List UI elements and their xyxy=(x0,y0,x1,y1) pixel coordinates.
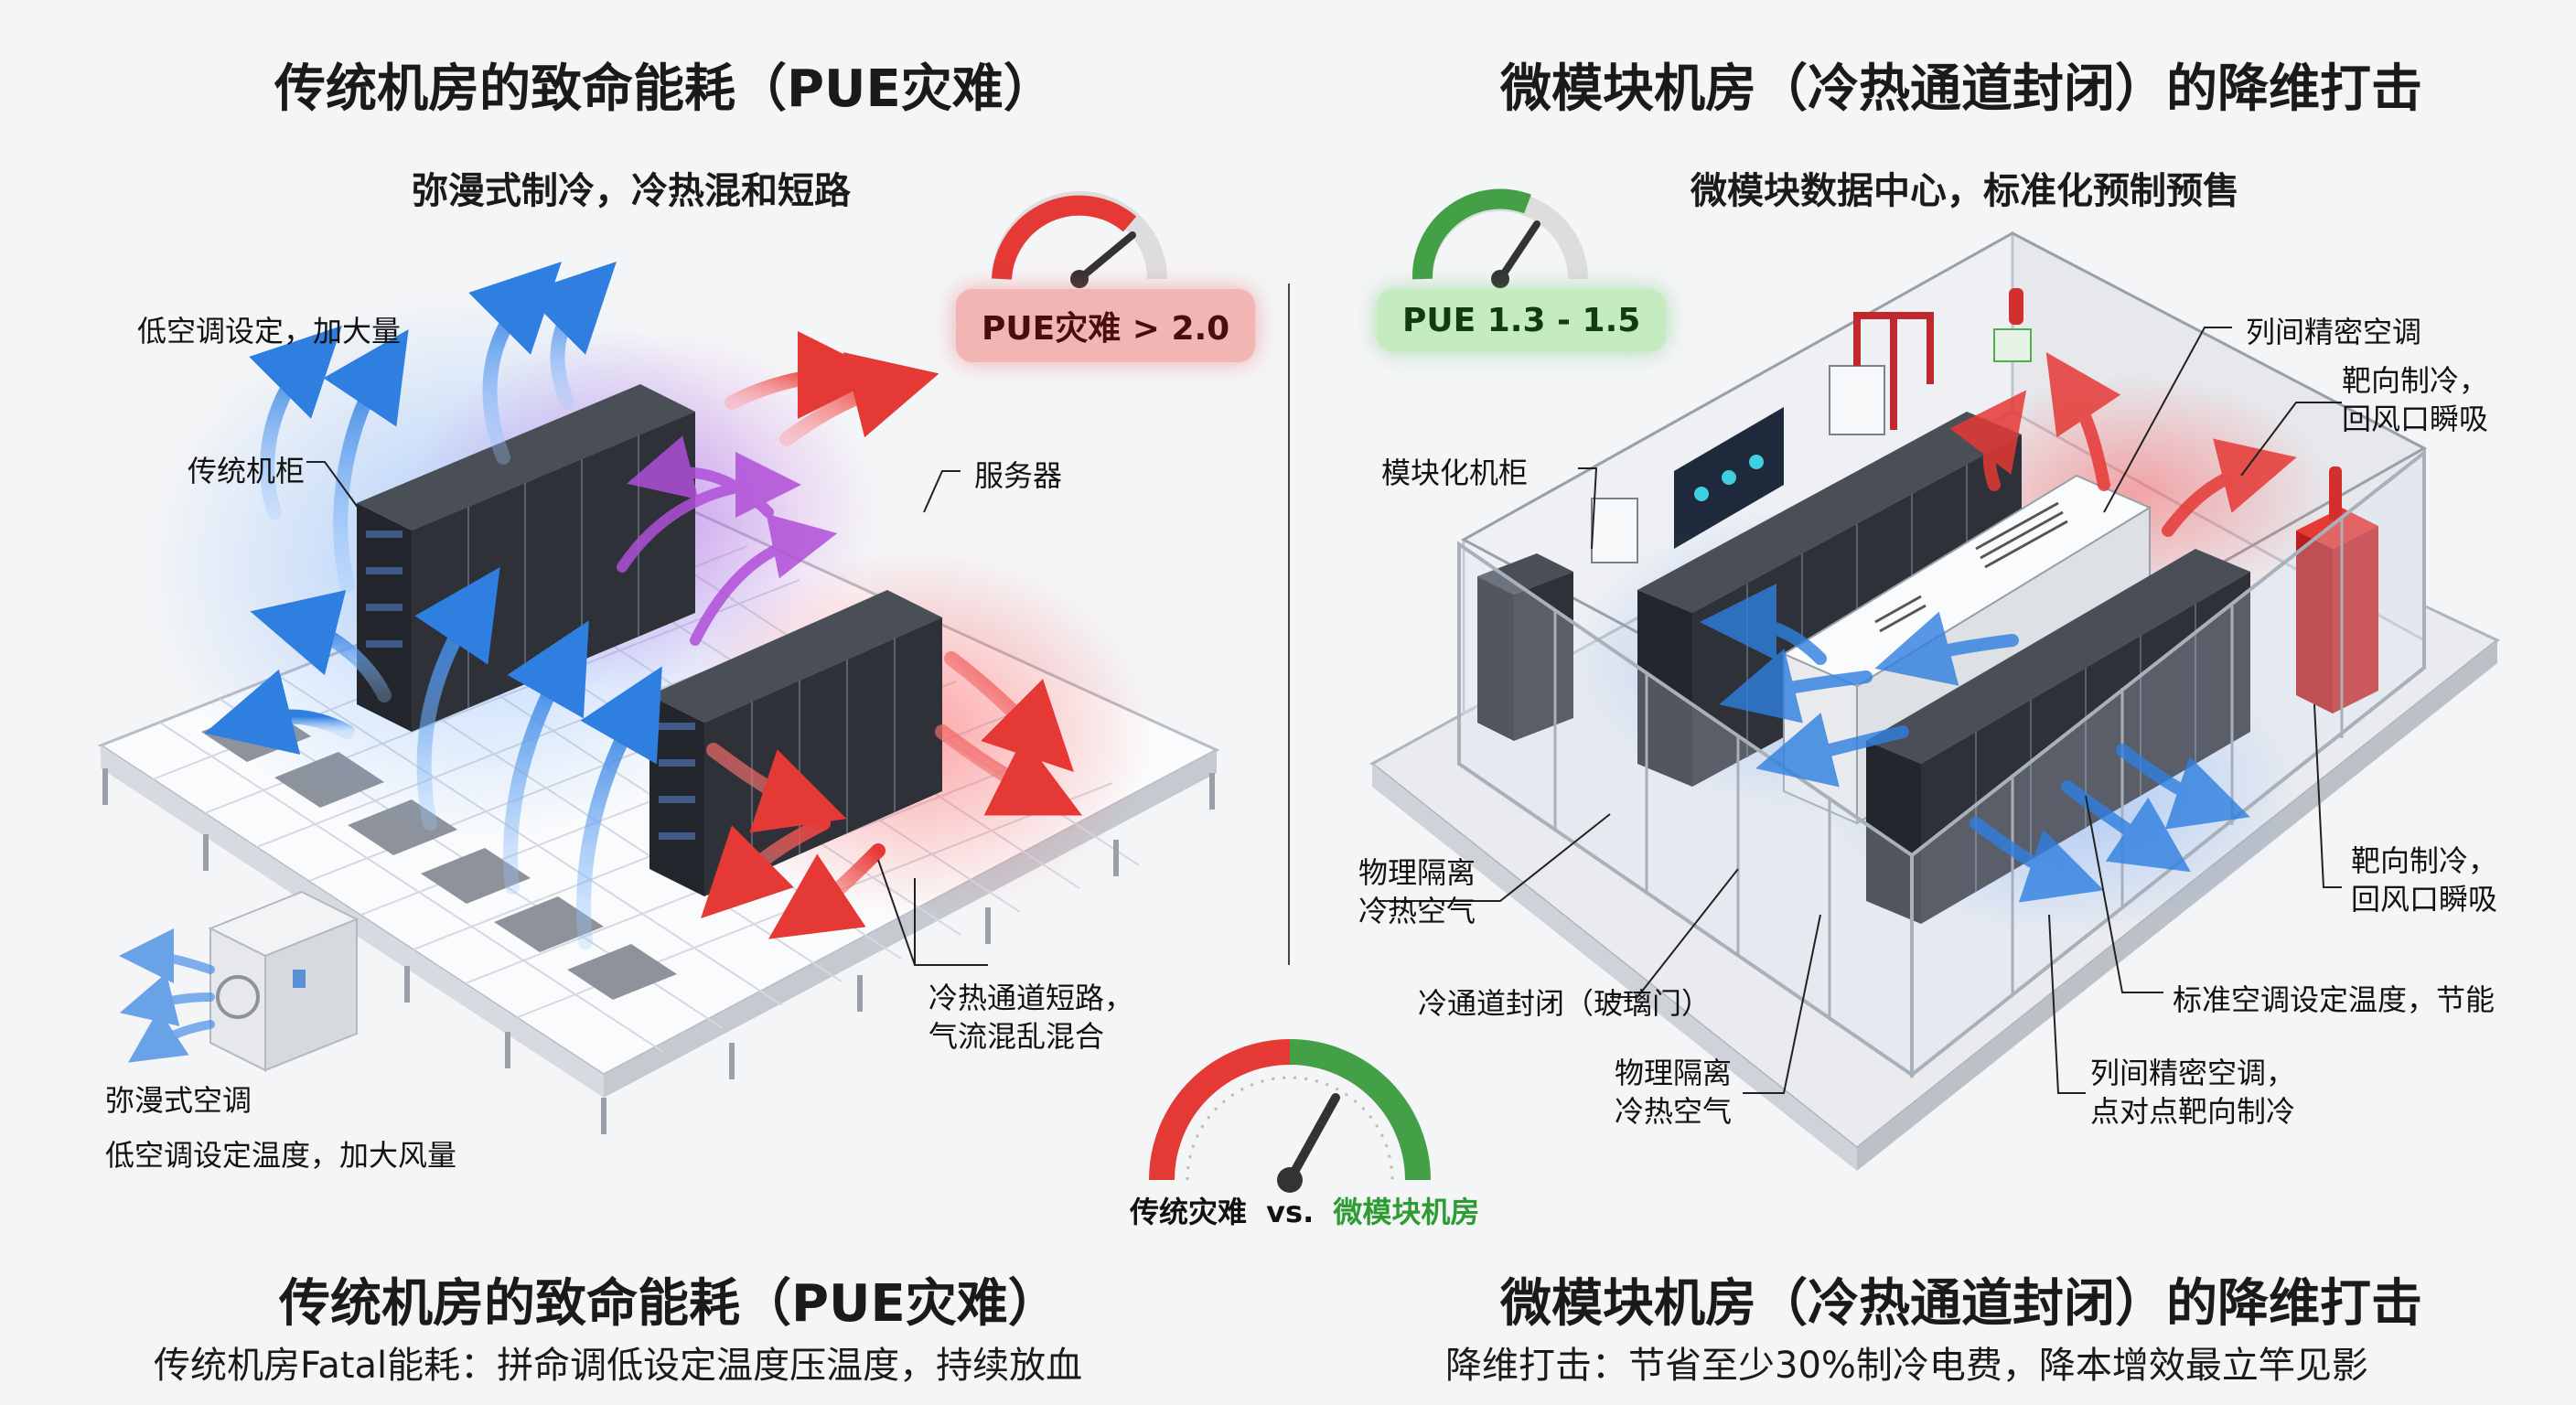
label-traditional-rack: 传统机柜 xyxy=(188,454,306,488)
left-pue-badge: PUE灾难 > 2.0 xyxy=(956,289,1256,362)
label-standard-temp-setting: 标准空调设定温度，节能 xyxy=(2173,982,2496,1017)
traditional-room-illustration xyxy=(97,262,1220,1134)
footer-right-title: 微模块机房（冷热通道封闭）的降维打击 xyxy=(1500,1274,2422,1334)
right-pue-gauge-icon xyxy=(1411,188,1588,288)
label-diffuse-ac: 弥漫式空调 xyxy=(105,1083,252,1118)
label-cold-aisle-glass-door: 冷通道封闭（玻璃门） xyxy=(1418,986,1712,1021)
label-inrow-ac-targeted: 列间精密空调， 点对点靶向制冷 xyxy=(2090,1056,2296,1129)
label-server: 服务器 xyxy=(974,458,1063,493)
footer-left-text: 传统机房Fatal能耗：拼命调低设定温度压温度，持续放血 xyxy=(154,1345,1083,1387)
footer-left-title: 传统机房的致命能耗（PUE灾难） xyxy=(279,1274,1059,1334)
label-physical-isolation-left: 物理隔离 冷热空气 xyxy=(1358,855,1476,928)
gauge-vs: vs. xyxy=(1266,1195,1315,1229)
comparison-gauge-icon xyxy=(1149,1039,1431,1193)
left-subtitle: 弥漫式制冷，冷热混和短路 xyxy=(412,170,851,212)
gauge-right-label: 微模块机房 xyxy=(1333,1195,1480,1229)
right-pue-badge: PUE 1.3 - 1.5 xyxy=(1377,289,1667,352)
label-physical-isolation-bottom: 物理隔离 冷热空气 xyxy=(1615,1056,1733,1129)
label-aisle-short-circuit: 冷热通道短路， 气流混乱混合 xyxy=(928,981,1134,1054)
label-low-ac-setting: 低空调设定，加大量 xyxy=(137,314,402,349)
label-low-temp-setting: 低空调设定温度，加大风量 xyxy=(105,1138,457,1173)
right-title: 微模块机房（冷热通道封闭）的降维打击 xyxy=(1500,59,2422,119)
footer-right-text: 降维打击：节省至少30%制冷电费，降本增效最立竿见影 xyxy=(1445,1345,2368,1387)
label-targeted-cooling-top: 靶向制冷， 回风口瞬吸 xyxy=(2342,363,2489,436)
label-targeted-cooling-right: 靶向制冷， 回风口瞬吸 xyxy=(2351,843,2498,917)
gauge-caption: 传统灾难 vs. 微模块机房 xyxy=(1130,1189,1479,1231)
label-modular-rack: 模块化机柜 xyxy=(1381,456,1529,490)
right-subtitle: 微模块数据中心，标准化预制预售 xyxy=(1690,170,2239,212)
label-inrow-ac: 列间精密空调 xyxy=(2246,315,2422,349)
left-title: 传统机房的致命能耗（PUE灾难） xyxy=(274,59,1055,119)
gauge-left-label: 传统灾难 xyxy=(1130,1195,1248,1229)
micro-module-room-illustration xyxy=(1369,231,2500,1171)
left-pue-gauge-icon xyxy=(992,191,1167,288)
center-divider xyxy=(1288,284,1290,965)
